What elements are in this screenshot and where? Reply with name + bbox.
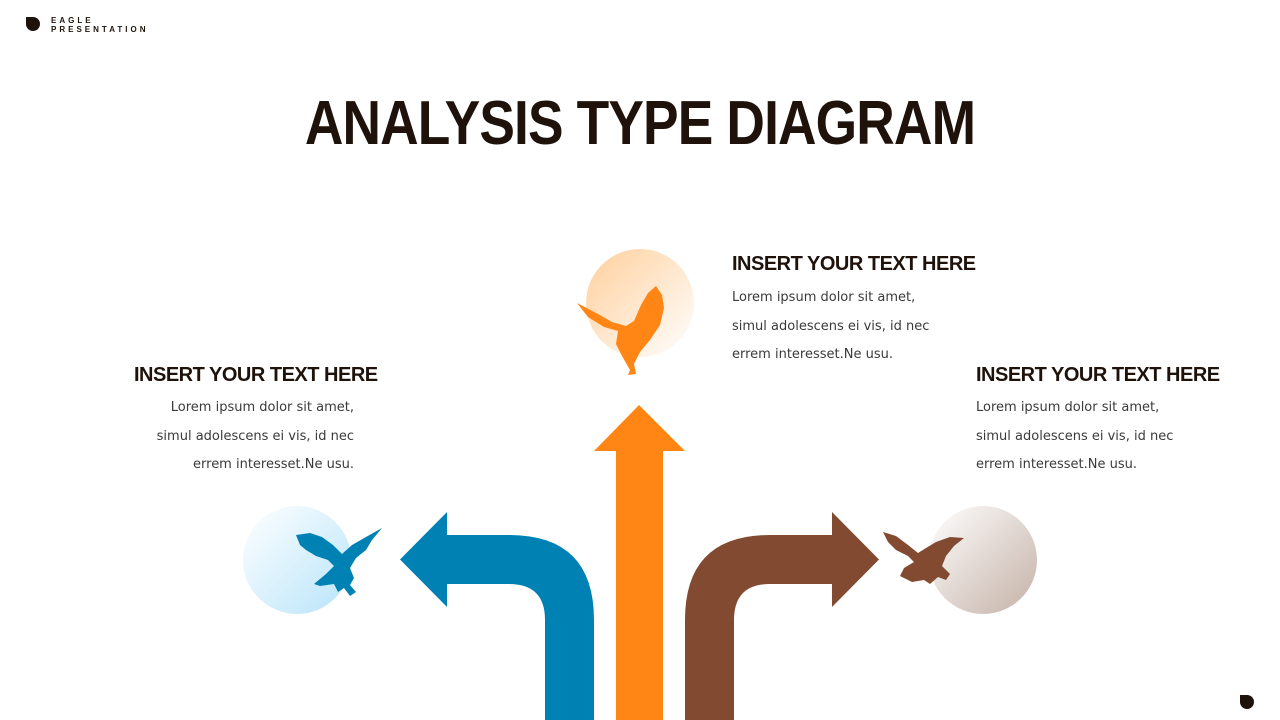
left-body: Lorem ipsum dolor sit amet, simul adoles… [156, 400, 354, 472]
page-title: ANALYSIS TYPE DIAGRAM [304, 89, 976, 158]
brand-name: EAGLE PRESENTATION [51, 16, 149, 34]
brown-arrow [685, 512, 879, 720]
eagle-blue-icon [296, 528, 382, 596]
right-heading: INSERT YOUR TEXT HERE [976, 364, 1220, 386]
leaf-corner-icon [1240, 695, 1254, 709]
center-heading: INSERT YOUR TEXT HERE [732, 253, 976, 275]
brown-circle [929, 506, 1037, 614]
brand-line-1: EAGLE [51, 16, 94, 25]
eagle-brown-icon [883, 532, 964, 584]
blue-arrow [400, 512, 594, 720]
brand-line-2: PRESENTATION [51, 24, 149, 34]
orange-arrow [594, 405, 685, 720]
right-body: Lorem ipsum dolor sit amet, simul adoles… [976, 400, 1174, 472]
center-body: Lorem ipsum dolor sit amet, simul adoles… [732, 290, 930, 362]
blue-circle [243, 506, 351, 614]
left-heading: INSERT YOUR TEXT HERE [134, 364, 378, 386]
orange-circle [586, 249, 694, 357]
eagle-orange-icon [577, 286, 664, 375]
leaf-logo-icon [26, 17, 40, 31]
